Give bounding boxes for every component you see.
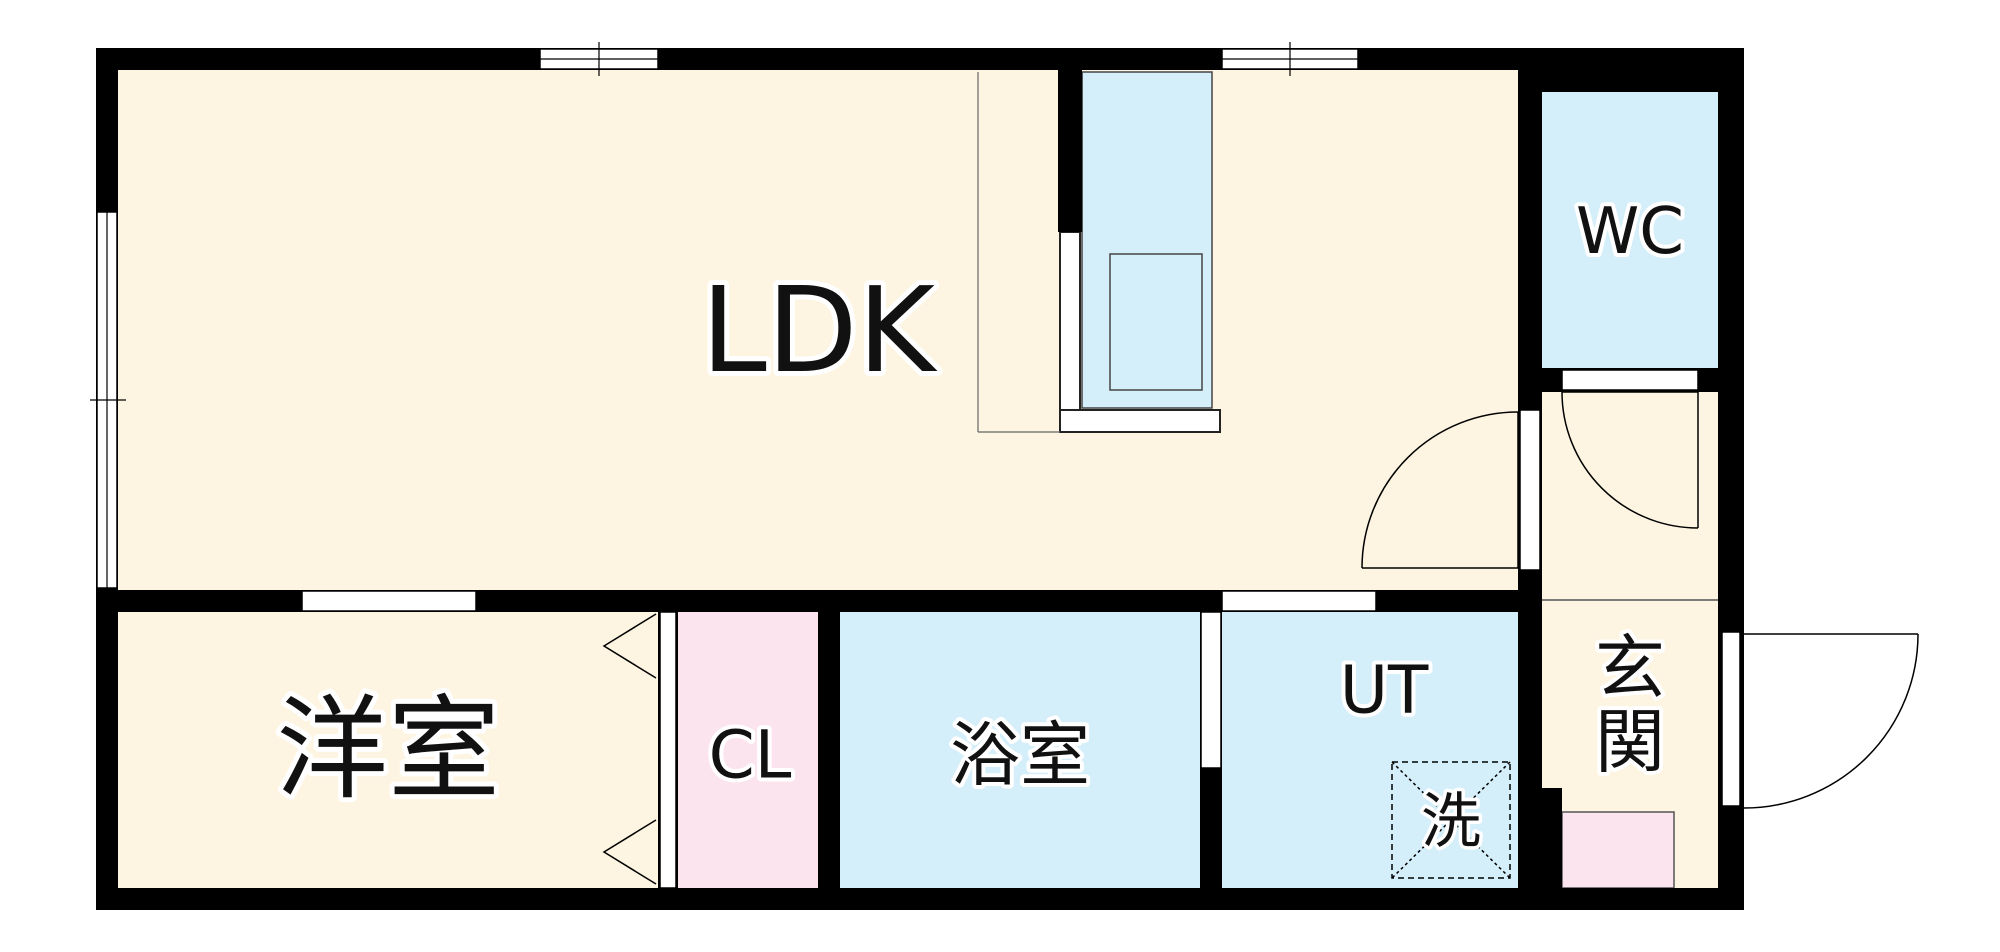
door-front	[1743, 633, 1919, 809]
door-wc	[1561, 391, 1699, 529]
door-closet-folding	[602, 613, 657, 885]
opening-youshitsu	[301, 590, 477, 612]
window-top-left	[539, 42, 659, 76]
entrance-floor	[1542, 392, 1718, 888]
opening-bath	[1200, 611, 1222, 769]
ldk-floor	[118, 70, 1518, 590]
window-left-ldk	[90, 211, 126, 589]
youshitsu-floor	[118, 612, 658, 888]
opening-entrance-ldk	[1519, 409, 1541, 571]
washer-label: 洗	[1421, 787, 1481, 857]
opening-front-door	[1721, 631, 1741, 807]
opening-wc	[1561, 369, 1699, 391]
kitchen-sink	[1109, 253, 1203, 391]
washer-space	[1391, 761, 1511, 879]
bath-label: 浴室	[950, 714, 1090, 796]
ldk-label: LDK	[701, 261, 938, 399]
closet-label: CL	[709, 717, 792, 794]
bath-floor	[840, 612, 1200, 888]
wc-label: WC	[1576, 195, 1684, 269]
youshitsu-label: 洋室	[276, 685, 500, 815]
utility-label: UT	[1340, 652, 1429, 729]
door-ldk-entrance	[1361, 411, 1519, 569]
shoe-cabinet	[1561, 811, 1675, 889]
entrance-label-line2: 関	[1595, 701, 1665, 783]
window-top-kitchen	[1221, 42, 1359, 76]
kitchen-partition-horizontal	[1059, 409, 1221, 433]
utility-floor	[1222, 612, 1520, 888]
closet-floor	[678, 612, 818, 888]
opening-closet	[659, 611, 677, 889]
entrance-label-line1: 玄	[1595, 627, 1665, 709]
opening-utility	[1221, 590, 1377, 612]
wc-floor	[1542, 92, 1718, 368]
kitchen-partition-vertical	[1059, 231, 1081, 433]
